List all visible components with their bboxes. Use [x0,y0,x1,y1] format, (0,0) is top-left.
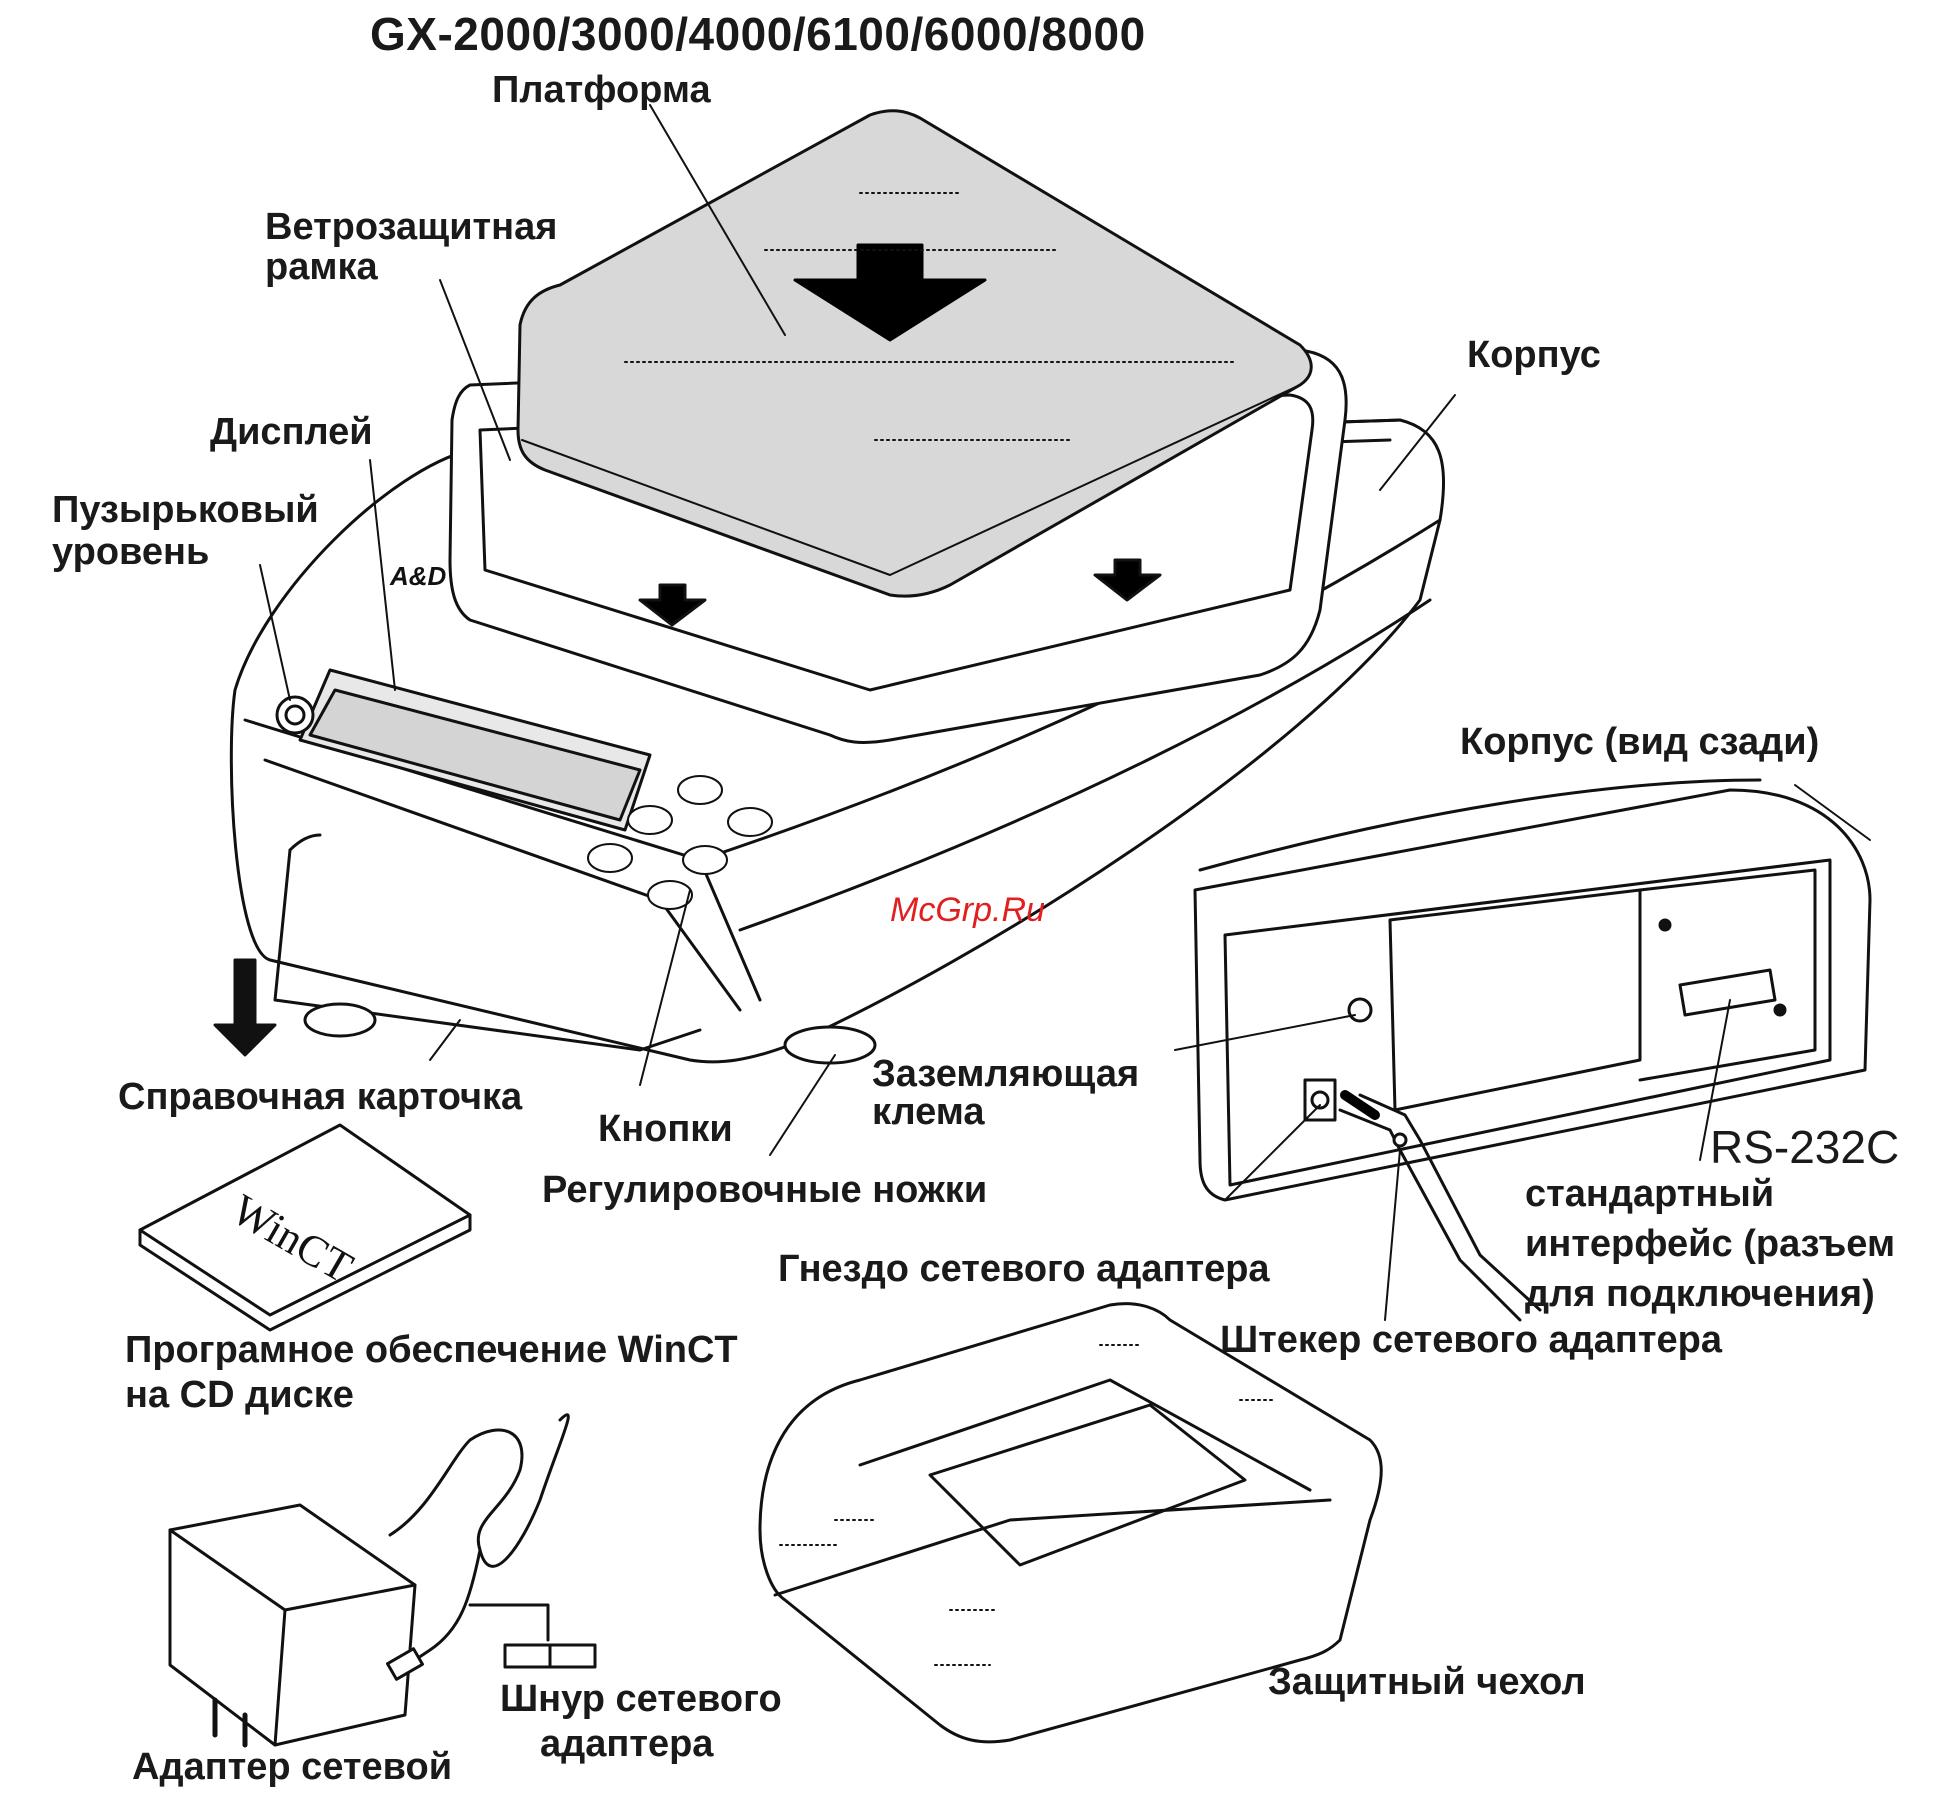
leader-lines [259,104,1871,1321]
keypad [587,775,773,910]
label-level-1: Пузырьковый [52,489,319,531]
ac-adapter-drawing [168,1413,597,1748]
weighing-pan [516,109,1313,598]
adjusting-feet [303,1002,877,1065]
label-interface-2: интерфейс (разъем [1525,1223,1896,1265]
label-ground-1: Заземляющая [872,1053,1140,1095]
bubble-level [275,695,315,735]
label-cord-2: адаптера [540,1723,714,1765]
reference-card-drawing [213,833,702,1057]
label-interface-3: для подключения) [1525,1273,1875,1315]
label-cord-1: Шнур сетевого [500,1678,782,1720]
label-ref-card: Справочная карточка [118,1076,523,1118]
cd-package: WinCT [138,1123,472,1332]
label-windshield-2: рамка [265,246,378,288]
label-adapter-plug: Штекер сетевого адаптера [1220,1319,1722,1361]
label-interface-1: стандартный [1525,1173,1775,1215]
label-buttons: Кнопки [598,1108,733,1150]
label-rs232: RS-232C [1710,1121,1900,1173]
label-platform: Платформа [492,69,711,111]
label-windshield-1: Ветрозащитная [265,206,558,248]
label-level-2: уровень [52,531,210,573]
label-body-rear: Корпус (вид сзади) [1460,721,1820,763]
label-ground-2: клема [872,1091,985,1133]
watermark: McGrp.Ru [890,891,1045,929]
label-adapter-jack: Гнездо сетевого адаптера [778,1248,1270,1290]
protective-cover-drawing [758,1302,1383,1744]
label-feet: Регулировочные ножки [542,1169,988,1211]
label-software-2: на CD диске [125,1374,354,1416]
label-cover: Защитный чехол [1268,1661,1586,1703]
model-title: GX-2000/3000/4000/6100/6000/8000 [370,8,1146,60]
arrow-left-small [638,583,707,627]
label-software-1: Програмное обеспечение WinCT [125,1329,738,1371]
label-adapter: Адаптер сетевой [132,1746,453,1788]
rear-view-body [1193,778,1872,1322]
brand-logo-text: A&D [389,561,447,591]
arrow-right-small [1093,558,1162,602]
label-body: Корпус [1467,334,1601,376]
label-display: Дисплей [210,411,373,453]
